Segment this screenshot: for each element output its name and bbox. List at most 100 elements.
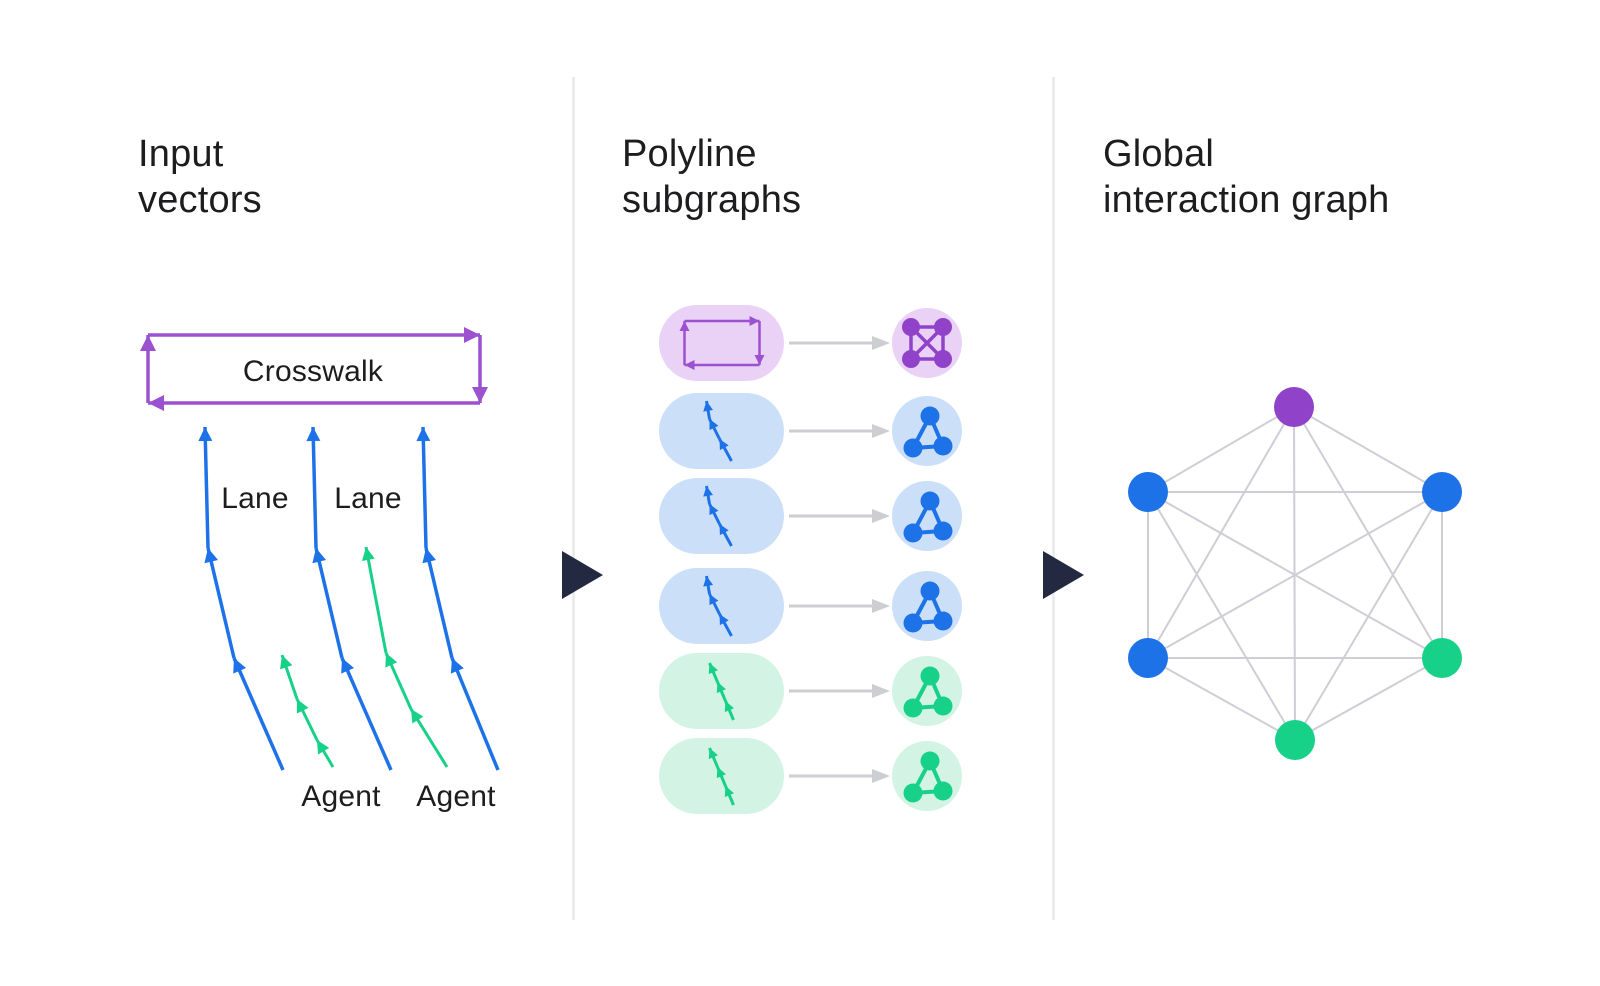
subgraph-row [659, 653, 962, 729]
subgraph-row [659, 305, 962, 381]
input-vectors-title-line1: Input [138, 133, 224, 175]
polyline-subgraphs-title: Polyline subgraphs [622, 131, 801, 223]
subgraph-node [902, 350, 920, 368]
row-connector-arrowhead [872, 424, 890, 438]
graph-edge [1294, 657, 1443, 741]
agent-node-right [1422, 638, 1462, 678]
mini-lane-icon [708, 418, 721, 440]
mini-lane-icon [718, 613, 733, 637]
subgraph-circle [892, 481, 962, 551]
agent-label: Agent [416, 780, 496, 813]
graph-edge [1147, 406, 1295, 493]
agent-label: Agent [301, 780, 381, 813]
lane-node-left [1128, 472, 1168, 512]
subgraph-row [659, 568, 962, 644]
subgraph-row [659, 738, 962, 814]
mini-lane-icon [718, 438, 733, 462]
mini-agent-icon [708, 662, 719, 683]
mini-lane-icon [708, 503, 721, 525]
subgraph-node [920, 491, 940, 511]
lane-node-right [1422, 472, 1462, 512]
row-connector-arrowhead [872, 769, 890, 783]
graph-edge [1147, 657, 1296, 741]
crosswalk-label: Crosswalk [243, 355, 384, 388]
input-vectors-title-line2: vectors [138, 179, 262, 221]
lane-vector [340, 657, 393, 771]
lane-label: Lane [334, 482, 402, 515]
lane-vector [232, 657, 285, 771]
lane-vector [204, 547, 236, 659]
subgraph-circle [892, 571, 962, 641]
graph-edge [1294, 491, 1443, 741]
agent-vector [315, 739, 335, 768]
agent-vector [409, 708, 449, 768]
flow-arrow-icon [562, 551, 603, 599]
polyline-subgraphs-panel [659, 305, 962, 814]
subgraph-node [920, 406, 940, 426]
subgraph-node [903, 523, 923, 543]
subgraph-node [933, 781, 953, 801]
global-interaction-graph-title-line2: interaction graph [1103, 179, 1390, 221]
subgraph-node [920, 666, 940, 686]
lane-vector [306, 426, 321, 549]
subgraph-circle [892, 741, 962, 811]
subgraph-node [903, 613, 923, 633]
mini-agent-icon [724, 785, 735, 806]
row-connector-arrowhead [872, 599, 890, 613]
mini-lane-icon [718, 523, 733, 547]
mini-lane-icon [703, 575, 714, 595]
polyline-pill [659, 305, 784, 381]
mini-agent-icon [716, 681, 727, 702]
row-connector-arrowhead [872, 509, 890, 523]
subgraph-node [933, 696, 953, 716]
graph-edge [1293, 406, 1296, 741]
polyline-subgraphs-title-line2: subgraphs [622, 179, 802, 221]
lane-vector [416, 426, 431, 549]
subgraph-node [933, 521, 953, 541]
polyline-pill [659, 393, 784, 469]
subgraph-row [659, 393, 962, 469]
global-interaction-graph-title: Global interaction graph [1103, 131, 1389, 223]
row-connector-arrowhead [872, 336, 890, 350]
flow-arrow-icon [1043, 551, 1084, 599]
agent-vector [362, 546, 388, 654]
subgraph-node [920, 751, 940, 771]
subgraph-row [659, 478, 962, 554]
panel-dividers [572, 77, 1055, 920]
lane-label: Lane [221, 482, 289, 515]
input-vectors-title: Input vectors [138, 131, 262, 223]
mini-agent-icon [716, 766, 727, 787]
mini-lane-icon [703, 485, 714, 505]
lane-node-bottom-left [1128, 638, 1168, 678]
subgraph-node [920, 581, 940, 601]
subgraph-node [934, 318, 952, 336]
graph-edge [1293, 406, 1443, 493]
agent-vector [384, 652, 413, 710]
mini-lane-icon [708, 593, 721, 615]
subgraph-node [933, 436, 953, 456]
subgraph-circle [892, 656, 962, 726]
subgraph-node [903, 783, 923, 803]
mini-agent-icon [724, 700, 735, 721]
lane-vector [312, 547, 344, 659]
crosswalk-node [1274, 387, 1314, 427]
agent-vector [295, 698, 319, 741]
flow-arrows [562, 551, 1084, 599]
polyline-pill [659, 478, 784, 554]
mini-lane-icon [703, 400, 714, 420]
subgraph-node [902, 318, 920, 336]
global-interaction-graph [1128, 387, 1462, 760]
lane-vector [450, 657, 500, 771]
subgraph-node [903, 438, 923, 458]
agent-node-bottom [1275, 720, 1315, 760]
lane-vector [198, 426, 213, 549]
lane-vector [422, 547, 454, 659]
row-connector-arrowhead [872, 684, 890, 698]
mini-agent-icon [708, 747, 719, 768]
global-interaction-graph-title-line1: Global [1103, 133, 1215, 175]
subgraph-node [933, 611, 953, 631]
subgraph-node [903, 698, 923, 718]
subgraph-circle [892, 396, 962, 466]
